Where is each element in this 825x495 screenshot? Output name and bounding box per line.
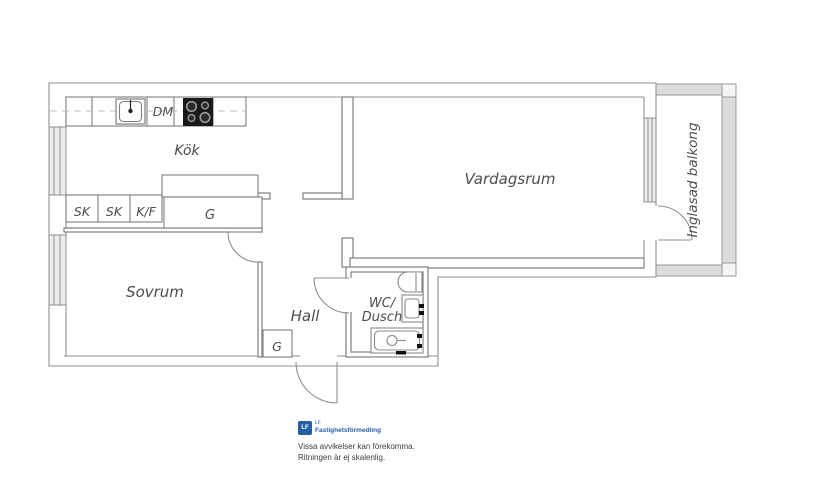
bathroom-door bbox=[313, 277, 350, 314]
balcony-corner-post-top bbox=[721, 83, 737, 98]
cabinet-row bbox=[65, 194, 163, 223]
kitchen-counter bbox=[50, 96, 247, 127]
bathroom-door-gap bbox=[344, 278, 353, 312]
kitchen-units bbox=[50, 96, 293, 358]
bathroom-fixtures bbox=[370, 271, 424, 355]
disclaimer-line2: Ritningen är ej skalenlig. bbox=[298, 453, 386, 462]
balcony-label: Inglasad balkong bbox=[685, 122, 701, 238]
agency-logo-text: LF Fastighetsförmedling bbox=[315, 420, 382, 434]
bathroom-label-line2: Dusch bbox=[362, 310, 402, 325]
bedroom-label: Sovrum bbox=[126, 283, 184, 301]
balcony-corner-post-bottom bbox=[721, 262, 737, 277]
cabinet1-label: SK bbox=[74, 204, 92, 219]
balcony-glass-bottom bbox=[655, 264, 723, 277]
living-room-bottom-wall bbox=[349, 257, 645, 269]
hall-wardrobe-label: G bbox=[272, 339, 282, 354]
balcony-glazing bbox=[655, 83, 737, 277]
interior-walls bbox=[63, 96, 645, 358]
balcony-glass-right bbox=[721, 94, 737, 266]
bathroom-label-line1: WC/ bbox=[369, 296, 397, 311]
living-room-window-icon bbox=[643, 117, 657, 203]
kitchen-passage-stub-right bbox=[302, 192, 343, 200]
disclaimer-line1: Vissa avvikelser kan förekomma. bbox=[298, 442, 415, 451]
outer-boundary bbox=[48, 82, 657, 367]
footer: LF LF Fastighetsförmedling Vissa avvikel… bbox=[298, 420, 415, 463]
kitchen-label: Kök bbox=[174, 143, 200, 159]
balcony-door bbox=[657, 205, 693, 241]
entry-door bbox=[295, 361, 338, 404]
agency-logo-icon: LF bbox=[298, 421, 312, 435]
bedroom-right-wall bbox=[257, 261, 263, 358]
cabinet2-label: SK bbox=[106, 204, 124, 219]
stove-icon bbox=[183, 98, 213, 126]
doors bbox=[227, 205, 693, 404]
sink-icon bbox=[115, 98, 146, 125]
kitchen-living-divider-wall bbox=[341, 96, 354, 200]
kitchen-wardrobe bbox=[161, 174, 263, 229]
agency-logo-line2: Fastighetsförmedling bbox=[315, 426, 382, 434]
room-labels: Kök Vardagsrum Sovrum Hall WC/ Dusch Ing… bbox=[74, 104, 701, 354]
bedroom-door bbox=[227, 231, 259, 263]
agency-logo-line1: LF bbox=[315, 420, 321, 426]
hall-label: Hall bbox=[291, 307, 321, 325]
kitchen-window-icon bbox=[48, 126, 67, 196]
bathtub-icon bbox=[370, 327, 424, 355]
living-room-label: Vardagsrum bbox=[465, 170, 556, 188]
disclaimer-text: Vissa avvikelser kan förekomma. Ritninge… bbox=[298, 441, 415, 463]
toilet-icon bbox=[397, 271, 423, 293]
washbasin-icon bbox=[401, 294, 424, 323]
bedroom-top-wall bbox=[63, 227, 263, 233]
fridge-freezer-label: K/F bbox=[136, 204, 156, 219]
bedroom-window-icon bbox=[48, 234, 67, 306]
kitchen-wardrobe-label: G bbox=[205, 208, 215, 223]
dishwasher-label: DM bbox=[153, 104, 174, 119]
hall-wardrobe bbox=[262, 329, 293, 358]
windows bbox=[48, 117, 657, 306]
agency-logo: LF LF Fastighetsförmedling bbox=[298, 420, 415, 435]
balcony-glass-top bbox=[655, 83, 723, 96]
